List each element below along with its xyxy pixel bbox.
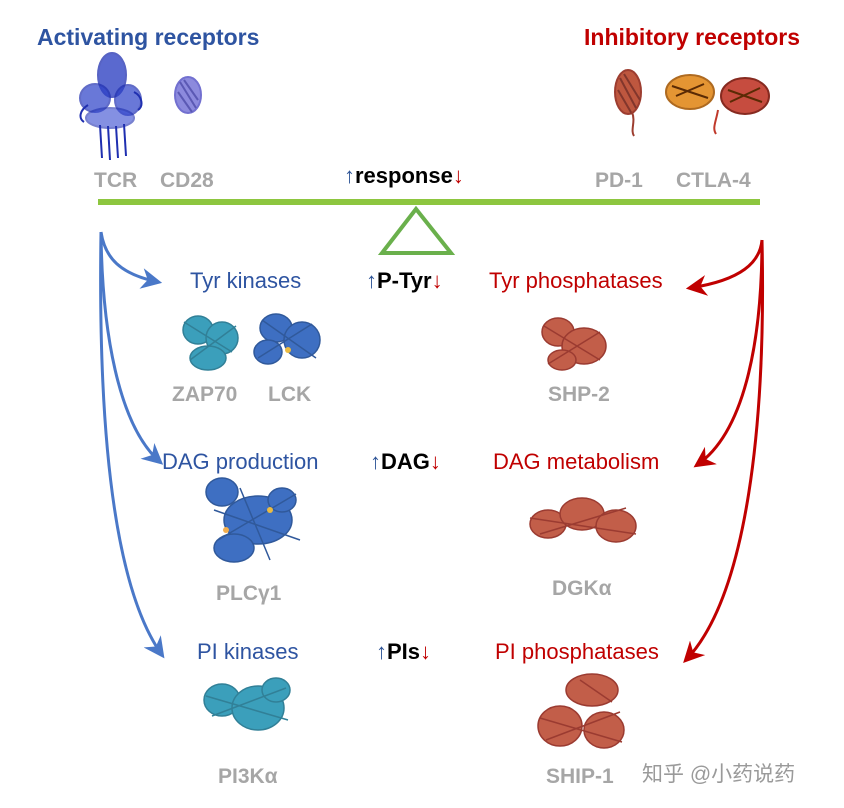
zap70-label: ZAP70 [172, 383, 238, 406]
cd28-label: CD28 [160, 169, 214, 192]
shp2-label: SHP-2 [548, 383, 610, 406]
pis-text: PIs [387, 639, 421, 664]
response-balance-label: ↑response↓ [344, 165, 464, 187]
pd1-label: PD-1 [595, 169, 643, 192]
plcg1-structure-icon [205, 477, 301, 563]
lck-structure-icon [253, 313, 321, 365]
up-arrow-icon: ↑ [376, 639, 387, 664]
ptyr-balance-label: ↑P-Tyr↓ [366, 270, 443, 292]
tcr-label: TCR [94, 169, 138, 192]
up-arrow-icon: ↑ [370, 449, 381, 474]
response-text: response [355, 163, 453, 188]
up-arrow-icon: ↑ [344, 163, 355, 188]
down-arrow-icon: ↓ [429, 449, 441, 474]
inhibitory-receptors-header: Inhibitory receptors [584, 24, 800, 50]
ctla4-structure-icon [665, 74, 770, 135]
ptyr-text: P-Tyr [377, 268, 432, 293]
pi-kinases-label: PI kinases [197, 639, 299, 664]
pi3ka-structure-icon [203, 677, 291, 731]
tyr-kinases-label: Tyr kinases [190, 268, 302, 293]
dag-metabolism-label: DAG metabolism [493, 449, 660, 474]
pd1-structure-icon [614, 69, 642, 137]
down-arrow-icon: ↓ [420, 639, 432, 664]
zap70-structure-icon [182, 315, 239, 371]
watermark: 知乎 @小药说药 [642, 763, 796, 786]
inhibitory-arrows [683, 239, 765, 664]
ctla4-label: CTLA-4 [676, 169, 751, 192]
dag-production-label: DAG production [162, 449, 319, 474]
shp2-structure-icon [541, 317, 607, 371]
lck-label: LCK [268, 383, 312, 406]
up-arrow-icon: ↑ [366, 268, 377, 293]
dag-balance-label: ↑DAG↓ [370, 451, 441, 473]
pis-balance-label: ↑PIs↓ [376, 641, 431, 663]
ship1-structure-icon [537, 673, 625, 749]
activating-receptors-header: Activating receptors [37, 24, 260, 50]
down-arrow-icon: ↓ [431, 268, 443, 293]
dgka-label: DGKα [552, 577, 612, 600]
activating-arrows [99, 231, 165, 659]
dgka-structure-icon [529, 497, 637, 543]
tyr-phosphatases-label: Tyr phosphatases [489, 268, 663, 293]
cd28-structure-icon [174, 76, 202, 114]
tcr-structure-icon [79, 52, 143, 161]
plcg1-label: PLCγ1 [216, 582, 282, 605]
balance-fulcrum [377, 205, 456, 255]
ship1-label: SHIP-1 [546, 765, 614, 788]
down-arrow-icon: ↓ [452, 163, 464, 188]
pi-phosphatases-label: PI phosphatases [495, 639, 659, 664]
dag-text: DAG [381, 449, 430, 474]
pi3ka-label: PI3Kα [218, 765, 278, 788]
